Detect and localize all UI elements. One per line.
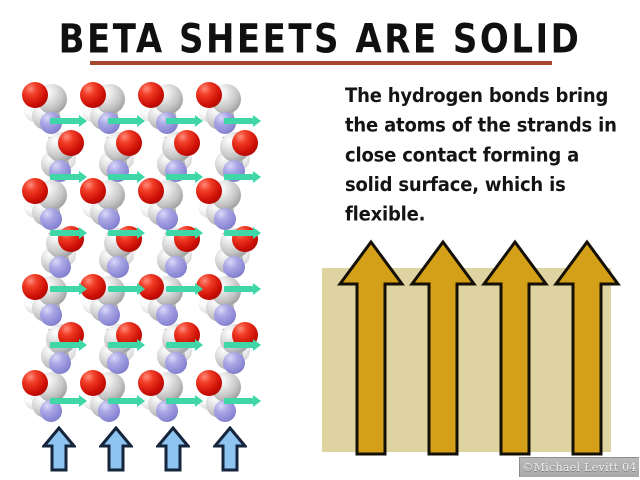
hydrogen-bond-arrow	[50, 283, 87, 295]
hydrogen-bond-arrow	[108, 115, 145, 127]
residue-group	[80, 82, 138, 134]
body-text: The hydrogen bonds bring the atoms of th…	[345, 84, 617, 227]
residue-group	[22, 370, 80, 422]
residue-group	[138, 178, 196, 230]
hydrogen-bond-arrow	[50, 115, 87, 127]
residue-group	[140, 130, 200, 182]
nitrogen-atom	[107, 352, 129, 374]
nitrogen-atom	[98, 400, 120, 422]
oxygen-atom	[22, 274, 48, 300]
hydrogen-bond-arrow	[166, 115, 203, 127]
oxygen-atom	[80, 370, 106, 396]
residue-group	[24, 130, 84, 182]
oxygen-atom	[196, 82, 222, 108]
oxygen-atom	[116, 130, 142, 156]
oxygen-atom	[232, 130, 258, 156]
hydrogen-bond-arrow	[224, 283, 261, 295]
oxygen-atom	[138, 82, 164, 108]
hydrogen-bond-arrow	[224, 395, 261, 407]
residue-group	[196, 178, 254, 230]
title-underline	[90, 61, 552, 65]
residue-group	[82, 322, 142, 374]
hydrogen-bond-arrow	[166, 339, 203, 351]
nitrogen-atom	[165, 352, 187, 374]
oxygen-atom	[80, 82, 106, 108]
beta-sheet-spacefill-model	[22, 82, 261, 422]
hydrogen-bond-arrow	[108, 395, 145, 407]
hydrogen-bond-arrow	[50, 339, 87, 351]
nitrogen-atom	[40, 400, 62, 422]
hydrogen-bond-arrow	[224, 115, 261, 127]
nitrogen-atom	[165, 256, 187, 278]
nitrogen-atom	[98, 304, 120, 326]
beta-strand	[138, 82, 200, 422]
sheet-strand-arrow	[336, 238, 406, 458]
page-title: BETA SHEETS ARE SOLID	[58, 16, 582, 64]
nitrogen-atom	[214, 304, 236, 326]
oxygen-atom	[22, 82, 48, 108]
sheet-strand-arrow	[480, 238, 550, 458]
hydrogen-bond-arrow	[50, 395, 87, 407]
hydrogen-bond-arrow	[166, 171, 203, 183]
residue-group	[80, 274, 138, 326]
residue-group	[198, 130, 258, 182]
strand-direction-arrow	[156, 426, 190, 472]
nitrogen-atom	[49, 256, 71, 278]
hydrogen-bond-arrow	[50, 171, 87, 183]
hydrogen-bond-arrow	[166, 227, 203, 239]
nitrogen-atom	[223, 256, 245, 278]
hydrogen-bond-arrow	[166, 395, 203, 407]
residue-group	[196, 370, 254, 422]
residue-group	[80, 370, 138, 422]
nitrogen-atom	[156, 400, 178, 422]
nitrogen-atom	[156, 208, 178, 230]
nitrogen-atom	[107, 256, 129, 278]
residue-group	[82, 130, 142, 182]
nitrogen-atom	[98, 208, 120, 230]
sheet-strand-arrow	[552, 238, 622, 458]
residue-group	[196, 274, 254, 326]
nitrogen-atom	[223, 352, 245, 374]
gold-sheet-arrow-diagram	[320, 238, 621, 460]
nitrogen-atom	[40, 304, 62, 326]
sheet-strand-arrow	[408, 238, 478, 458]
beta-strand	[22, 82, 84, 422]
nitrogen-atom	[214, 400, 236, 422]
hydrogen-bond-arrow	[224, 339, 261, 351]
blue-strand-direction-arrows	[42, 426, 247, 472]
oxygen-atom	[22, 178, 48, 204]
hydrogen-bond-arrow	[108, 171, 145, 183]
residue-group	[138, 274, 196, 326]
copyright-watermark: ©Michael Levitt 04	[519, 457, 639, 477]
hydrogen-bond-arrow	[50, 227, 87, 239]
hydrogen-bond-arrow	[166, 283, 203, 295]
beta-strand	[80, 82, 142, 422]
residue-group	[138, 82, 196, 134]
hydrogen-bond-arrow	[108, 227, 145, 239]
nitrogen-atom	[156, 304, 178, 326]
hydrogen-bond-arrow	[224, 227, 261, 239]
nitrogen-atom	[49, 352, 71, 374]
residue-group	[22, 82, 80, 134]
residue-group	[138, 370, 196, 422]
residue-group	[22, 274, 80, 326]
strand-direction-arrow	[99, 426, 133, 472]
oxygen-atom	[196, 370, 222, 396]
strand-direction-arrow	[42, 426, 76, 472]
oxygen-atom	[22, 370, 48, 396]
nitrogen-atom	[214, 208, 236, 230]
hydrogen-bond-arrow	[108, 339, 145, 351]
residue-group	[22, 178, 80, 230]
hydrogen-bond-arrow	[108, 283, 145, 295]
residue-group	[80, 178, 138, 230]
hydrogen-bond-arrow	[224, 171, 261, 183]
strand-direction-arrow	[213, 426, 247, 472]
residue-group	[24, 322, 84, 374]
nitrogen-atom	[40, 208, 62, 230]
oxygen-atom	[174, 130, 200, 156]
beta-strand	[196, 82, 258, 422]
oxygen-atom	[58, 130, 84, 156]
oxygen-atom	[138, 370, 164, 396]
